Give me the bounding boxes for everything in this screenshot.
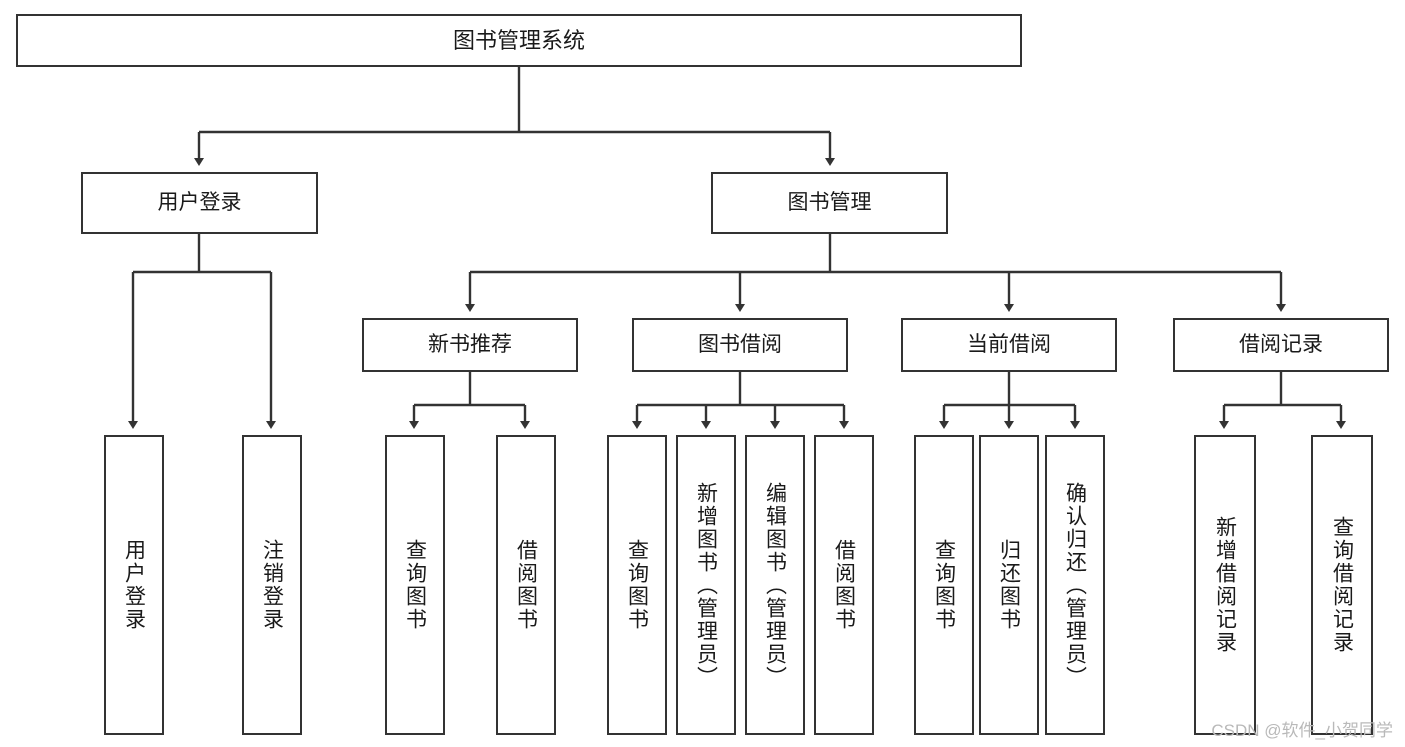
node-label: 图书借阅 (698, 332, 782, 356)
node-label: 借阅图书 (832, 539, 856, 631)
leaf-borrow-query-book[interactable]: 查询图书 (607, 435, 667, 735)
node-label: 查询图书 (403, 539, 427, 631)
node-label: 当前借阅 (967, 332, 1051, 356)
leaf-user-logout[interactable]: 注销登录 (242, 435, 302, 735)
node-label: 查询借阅记录 (1330, 516, 1354, 654)
node-label: 借阅图书 (514, 539, 538, 631)
node-user-login[interactable]: 用户登录 (81, 172, 318, 234)
leaf-borrow-borrow-book[interactable]: 借阅图书 (814, 435, 874, 735)
leaf-recommend-query-book[interactable]: 查询图书 (385, 435, 445, 735)
node-label: 编辑图书（管理员） (763, 481, 787, 689)
node-label: 确认归还（管理员） (1063, 481, 1087, 689)
leaf-current-return-book[interactable]: 归还图书 (979, 435, 1039, 735)
leaf-current-query-book[interactable]: 查询图书 (914, 435, 974, 735)
node-label: 用户登录 (122, 539, 146, 631)
node-new-book-recommend[interactable]: 新书推荐 (362, 318, 578, 372)
node-book-borrow[interactable]: 图书借阅 (632, 318, 848, 372)
node-label: 图书管理系统 (452, 27, 585, 53)
node-label: 查询图书 (625, 539, 649, 631)
node-label: 归还图书 (997, 539, 1021, 631)
node-current-borrow[interactable]: 当前借阅 (901, 318, 1117, 372)
node-label: 借阅记录 (1239, 332, 1323, 356)
leaf-record-add-borrow-record[interactable]: 新增借阅记录 (1194, 435, 1256, 735)
node-label: 新书推荐 (428, 332, 512, 356)
leaf-record-query-borrow-record[interactable]: 查询借阅记录 (1311, 435, 1373, 735)
node-book-management[interactable]: 图书管理 (711, 172, 948, 234)
node-label: 查询图书 (932, 539, 956, 631)
node-label: 图书管理 (787, 190, 872, 214)
leaf-borrow-edit-book-admin[interactable]: 编辑图书（管理员） (745, 435, 805, 735)
leaf-current-confirm-return-admin[interactable]: 确认归还（管理员） (1045, 435, 1105, 735)
node-borrow-record[interactable]: 借阅记录 (1173, 318, 1389, 372)
leaf-borrow-add-book-admin[interactable]: 新增图书（管理员） (676, 435, 736, 735)
leaf-user-login[interactable]: 用户登录 (104, 435, 164, 735)
node-book-management-system[interactable]: 图书管理系统 (16, 14, 1022, 67)
node-label: 注销登录 (260, 539, 284, 631)
node-label: 用户登录 (157, 190, 242, 214)
node-label: 新增图书（管理员） (694, 481, 718, 689)
node-label: 新增借阅记录 (1213, 516, 1237, 654)
leaf-recommend-borrow-book[interactable]: 借阅图书 (496, 435, 556, 735)
